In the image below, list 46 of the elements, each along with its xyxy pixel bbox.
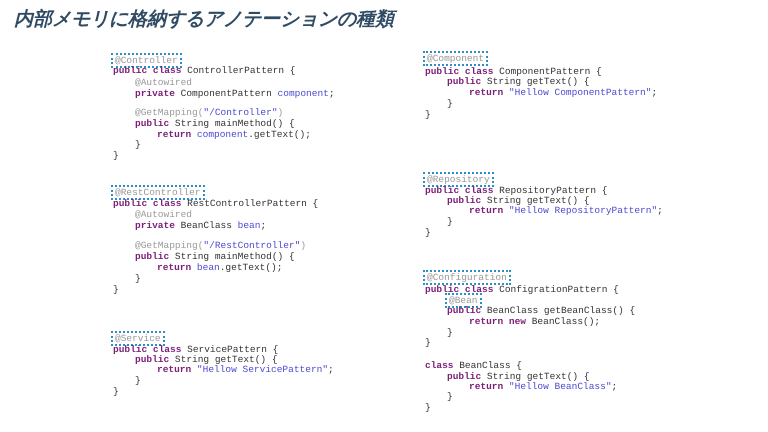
code-line: } (447, 327, 453, 338)
code-line: public String getText() { (447, 195, 590, 206)
code-line: public String getText() { (447, 76, 590, 87)
code-line: private ComponentPattern component; (135, 88, 335, 99)
annotation-line: @GetMapping("/RestController") (135, 240, 306, 251)
code-line: public class RepositoryPattern { (425, 185, 608, 196)
code-line: } (425, 402, 431, 413)
code-line: public class ServicePattern { (113, 344, 278, 355)
code-line: public class ConfigrationPattern { (425, 284, 619, 295)
annotation-box: @RestController (111, 185, 205, 200)
code-line: class BeanClass { (425, 360, 522, 371)
code-line: return new BeanClass(); (469, 316, 600, 327)
code-line: } (425, 227, 431, 238)
code-line: return "Hellow ComponentPattern"; (469, 87, 658, 98)
code-line: } (135, 273, 141, 284)
code-line: public class RestControllerPattern { (113, 198, 318, 209)
code-line: } (447, 98, 453, 109)
code-line: public class ComponentPattern { (425, 66, 602, 77)
code-line: return "Hellow RepositoryPattern"; (469, 205, 663, 216)
annotation-box: @Component (423, 51, 488, 66)
code-line: public String getText() { (447, 371, 590, 382)
code-line: } (447, 391, 453, 402)
code-line: public String mainMethod() { (135, 118, 295, 129)
annotation-line: @Autowired (135, 209, 192, 220)
annotation-line: @GetMapping("/Controller") (135, 107, 284, 118)
code-line: } (135, 139, 141, 150)
code-line: public class ControllerPattern { (113, 65, 296, 76)
annotation-box: @Service (111, 331, 165, 346)
code-line: } (135, 375, 141, 386)
code-line: return bean.getText(); (157, 262, 282, 273)
annotation-box: @Configuration (423, 270, 511, 285)
code-line: public BeanClass getBeanClass() { (447, 305, 636, 316)
code-line: return "Hellow ServicePattern"; (157, 364, 334, 375)
code-line: public String getText() { (135, 354, 278, 365)
code-line: return "Hellow BeanClass"; (469, 381, 618, 392)
annotation-line: @Autowired (135, 77, 192, 88)
code-line: } (447, 216, 453, 227)
code-line: } (113, 386, 119, 397)
code-line: public String mainMethod() { (135, 251, 295, 262)
code-line: private BeanClass bean; (135, 220, 266, 231)
code-line: } (425, 337, 431, 348)
annotation-box: @Repository (423, 172, 494, 187)
code-line: return component.getText(); (157, 129, 311, 140)
code-line: } (113, 150, 119, 161)
code-line: } (113, 284, 119, 295)
code-line: } (425, 109, 431, 120)
